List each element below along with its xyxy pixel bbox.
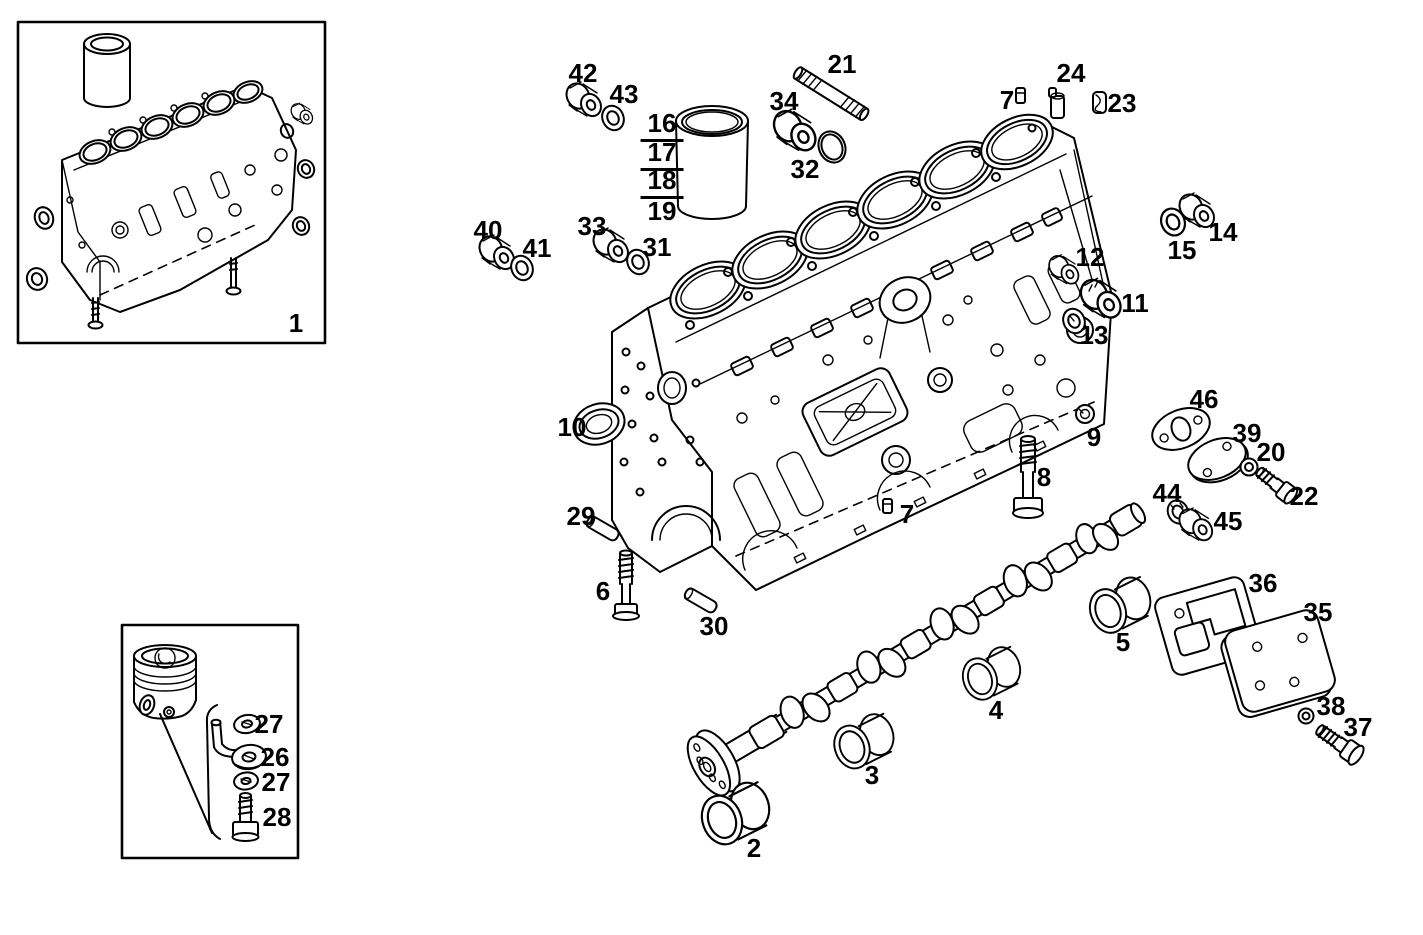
part-13-ring bbox=[1058, 304, 1090, 338]
part-24-tappet bbox=[1048, 87, 1065, 119]
bushing-5 bbox=[1082, 571, 1157, 639]
part-44-ring bbox=[1163, 496, 1193, 528]
part-30-pin bbox=[683, 587, 718, 614]
part-9-ring bbox=[1075, 404, 1095, 424]
inset-cylinder-liner bbox=[83, 33, 131, 108]
camshaft bbox=[686, 502, 1147, 797]
part-33-plug bbox=[588, 224, 633, 267]
inset-pointer-line bbox=[159, 713, 213, 834]
part-37-bolt bbox=[1315, 724, 1365, 766]
part-43-ring bbox=[597, 101, 629, 135]
cylinder-liner bbox=[675, 105, 749, 220]
part-10-seal bbox=[572, 402, 626, 446]
part-6-bolt bbox=[612, 549, 640, 621]
part-29-pin bbox=[585, 515, 620, 542]
inset-bracket bbox=[205, 704, 221, 840]
part-26-cooling-nozzle bbox=[210, 718, 267, 771]
part-35-cover-plate bbox=[1220, 609, 1336, 718]
inset-block-assembly bbox=[16, 20, 327, 345]
part-22-bolt bbox=[1255, 466, 1299, 505]
part-39-cover-plate bbox=[1187, 437, 1249, 484]
inset-piston-assembly bbox=[120, 623, 300, 860]
inset-small-parts bbox=[25, 100, 316, 330]
cylinder-block bbox=[611, 113, 1113, 591]
part-27-washer-lower bbox=[233, 771, 259, 791]
inset-piston bbox=[133, 644, 197, 720]
part-38-washer bbox=[1297, 707, 1315, 725]
part-27-washer-upper bbox=[233, 713, 261, 735]
part-32-seal-ring bbox=[817, 130, 847, 164]
side-face-detail bbox=[657, 260, 1095, 571]
part-42-plug bbox=[561, 78, 606, 121]
part-28-bolt bbox=[231, 792, 260, 842]
part-46-gasket bbox=[1151, 407, 1211, 451]
part-7-key-on-block bbox=[882, 498, 893, 514]
part-11-plug bbox=[1074, 274, 1127, 323]
bushing-3 bbox=[827, 708, 900, 775]
part-21-stud bbox=[792, 66, 870, 122]
part-34-plug bbox=[767, 105, 822, 156]
deck-holes bbox=[685, 123, 1037, 330]
part-20-nut bbox=[1239, 457, 1259, 477]
front-face-detail bbox=[619, 347, 721, 541]
part-23-spring-pin bbox=[1092, 91, 1107, 114]
part-8-bolt bbox=[1012, 435, 1044, 519]
cylinder-bores bbox=[669, 113, 1054, 320]
bushing-4 bbox=[956, 641, 1027, 706]
part-7-key-loose bbox=[1015, 87, 1026, 104]
inset-cylinder-block bbox=[61, 80, 297, 313]
